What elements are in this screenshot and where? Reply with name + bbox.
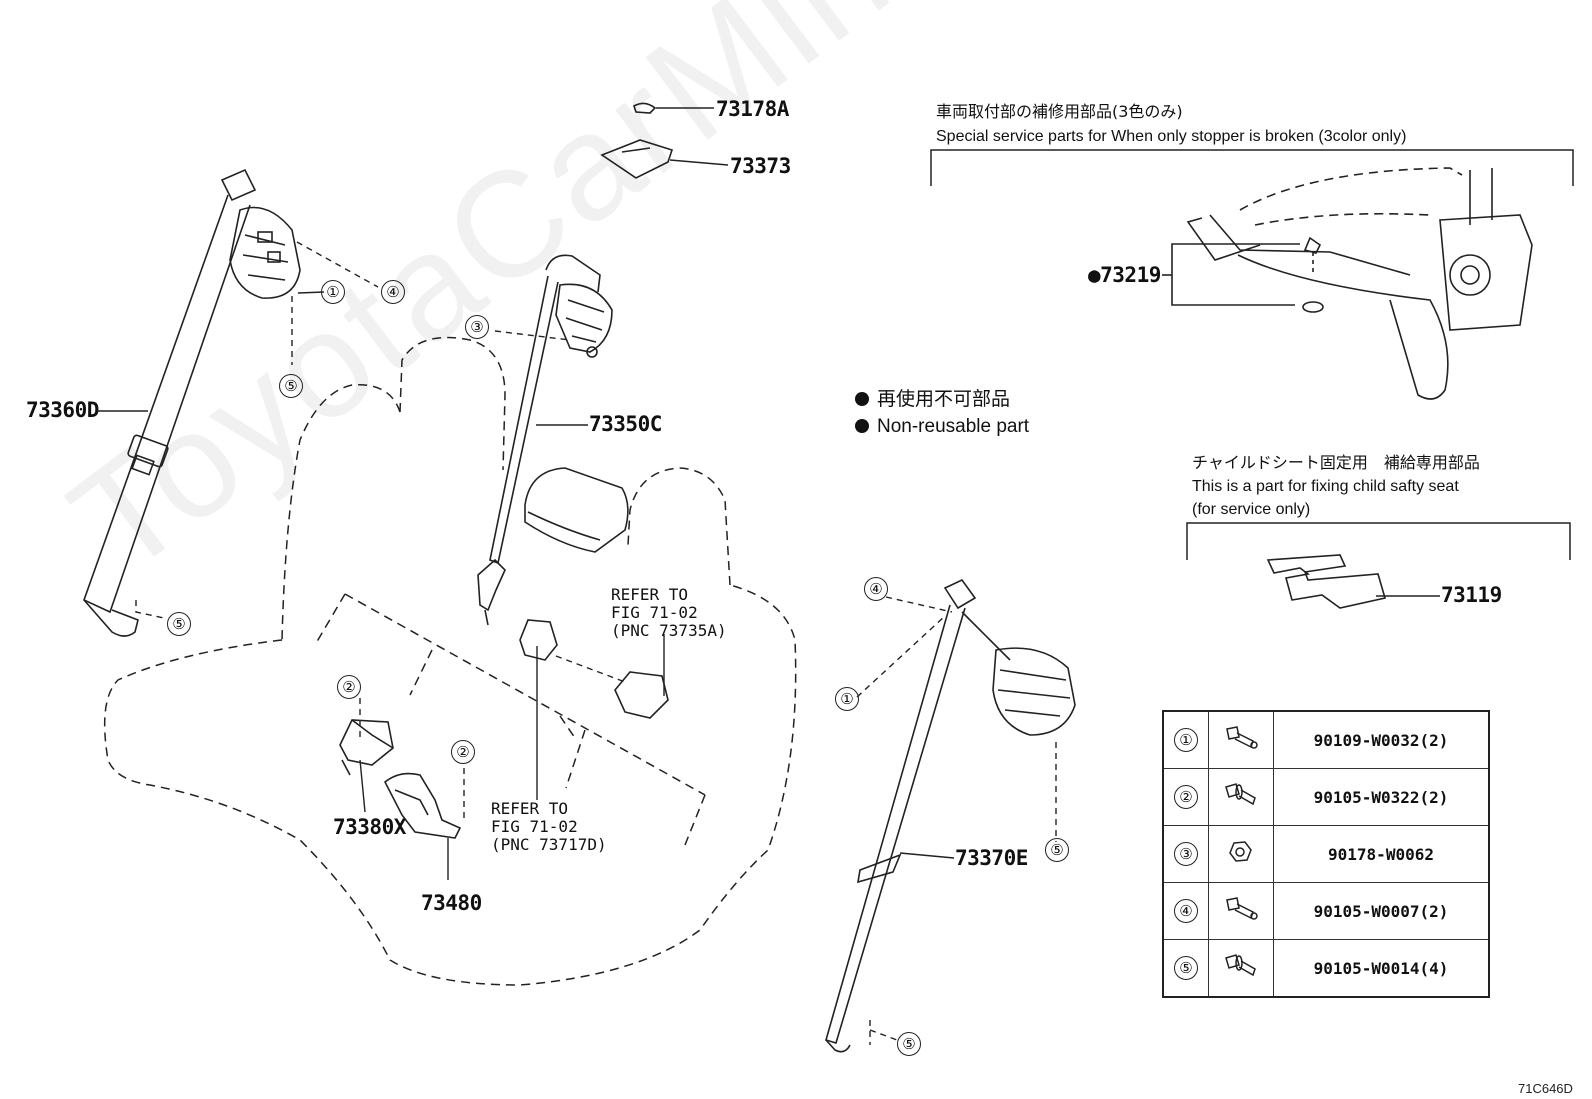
child-seat-line2-en: (for service only) bbox=[1192, 501, 1311, 518]
buckle-73480 bbox=[383, 772, 462, 839]
anchor-73717d bbox=[614, 671, 669, 719]
part-label-73219[interactable]: ●73219 bbox=[1088, 263, 1161, 287]
fastener-num-cell: ④ bbox=[1162, 882, 1209, 940]
fastener-num-cell: ② bbox=[1162, 768, 1209, 826]
table-row[interactable]: ④ 90105-W0007(2) bbox=[1162, 882, 1490, 940]
special-service-title-en: Special service parts for When only stop… bbox=[936, 128, 1407, 145]
fastener-part-no[interactable]: 90105-W0322(2) bbox=[1273, 768, 1490, 826]
callout-4-top: ④ bbox=[381, 280, 405, 304]
special-service-title-jp: 車両取付部の補修用部品(3色のみ) bbox=[936, 102, 1183, 121]
callout-1-bottom: ① bbox=[835, 687, 859, 711]
legend-en: Non-reusable part bbox=[855, 417, 1029, 436]
fastener-part-no[interactable]: 90109-W0032(2) bbox=[1273, 710, 1490, 769]
bolt-icon bbox=[1208, 882, 1274, 940]
table-row[interactable]: ① 90109-W0032(2) bbox=[1162, 710, 1490, 769]
callout-5-right: ⑤ bbox=[1045, 838, 1069, 862]
flange-bolt-icon bbox=[1208, 939, 1274, 998]
part-73373 bbox=[600, 139, 674, 179]
part-label-73380x[interactable]: 73380X bbox=[333, 815, 406, 839]
fastener-part-no[interactable]: 90178-W0062 bbox=[1273, 825, 1490, 883]
drawing-code: 71C646D bbox=[1518, 1081, 1573, 1096]
non-reusable-dot-icon bbox=[855, 392, 869, 406]
part-label-73360d[interactable]: 73360D bbox=[26, 398, 99, 422]
callout-4-bottom: ④ bbox=[864, 577, 888, 601]
fastener-num-cell: ① bbox=[1162, 710, 1209, 769]
flange-bolt-icon bbox=[1208, 768, 1274, 826]
callout-5-left-bottom: ⑤ bbox=[167, 612, 191, 636]
fastener-part-no[interactable]: 90105-W0014(4) bbox=[1273, 939, 1490, 998]
child-seat-title-jp: チャイルドシート固定用 補給専用部品 bbox=[1192, 453, 1480, 472]
part-label-73350c[interactable]: 73350C bbox=[589, 412, 662, 436]
callout-1-top: ① bbox=[321, 280, 345, 304]
table-row[interactable]: ⑤ 90105-W0014(4) bbox=[1162, 939, 1490, 998]
non-reusable-dot-icon bbox=[855, 419, 869, 433]
part-label-73178a[interactable]: 73178A bbox=[716, 97, 789, 121]
leader-lines bbox=[98, 107, 1440, 1045]
callout-2-right: ② bbox=[451, 740, 475, 764]
fastener-table: ① 90109-W0032(2) ② 90105-W0322(2) ③ 9017… bbox=[1162, 710, 1490, 998]
legend-jp: 再使用不可部品 bbox=[855, 390, 1010, 409]
refer-to-73735a[interactable]: REFER TO FIG 71-02 (PNC 73735A) bbox=[611, 585, 727, 640]
belt-73370e bbox=[825, 578, 1076, 1053]
table-row[interactable]: ② 90105-W0322(2) bbox=[1162, 768, 1490, 826]
callout-5-left: ⑤ bbox=[279, 374, 303, 398]
part-label-73119[interactable]: 73119 bbox=[1441, 583, 1502, 607]
child-seat-inset bbox=[1186, 522, 1571, 609]
nut-icon bbox=[1208, 825, 1274, 883]
fastener-num-cell: ⑤ bbox=[1162, 939, 1209, 998]
part-label-73373[interactable]: 73373 bbox=[730, 154, 791, 178]
part-73178a bbox=[633, 102, 657, 114]
fastener-part-no[interactable]: 90105-W0007(2) bbox=[1273, 882, 1490, 940]
table-row[interactable]: ③ 90178-W0062 bbox=[1162, 825, 1490, 883]
part-label-73370e[interactable]: 73370E bbox=[955, 846, 1028, 870]
headrest bbox=[524, 467, 629, 553]
belt-73360d bbox=[83, 168, 301, 637]
callout-3: ③ bbox=[465, 315, 489, 339]
belt-73350c bbox=[477, 254, 613, 626]
anchor-73735a bbox=[519, 619, 558, 661]
callout-2-left: ② bbox=[337, 675, 361, 699]
child-seat-line1-en: This is a part for fixing child safty se… bbox=[1192, 478, 1459, 495]
refer-to-73717d[interactable]: REFER TO FIG 71-02 (PNC 73717D) bbox=[491, 799, 607, 854]
fastener-num-cell: ③ bbox=[1162, 825, 1209, 883]
callout-5-right-bottom: ⑤ bbox=[897, 1032, 921, 1056]
special-service-inset bbox=[930, 149, 1574, 400]
seat-outline bbox=[103, 336, 797, 986]
part-label-73480[interactable]: 73480 bbox=[421, 891, 482, 915]
buckle-73380x bbox=[339, 719, 394, 776]
bolt-icon bbox=[1208, 710, 1274, 769]
